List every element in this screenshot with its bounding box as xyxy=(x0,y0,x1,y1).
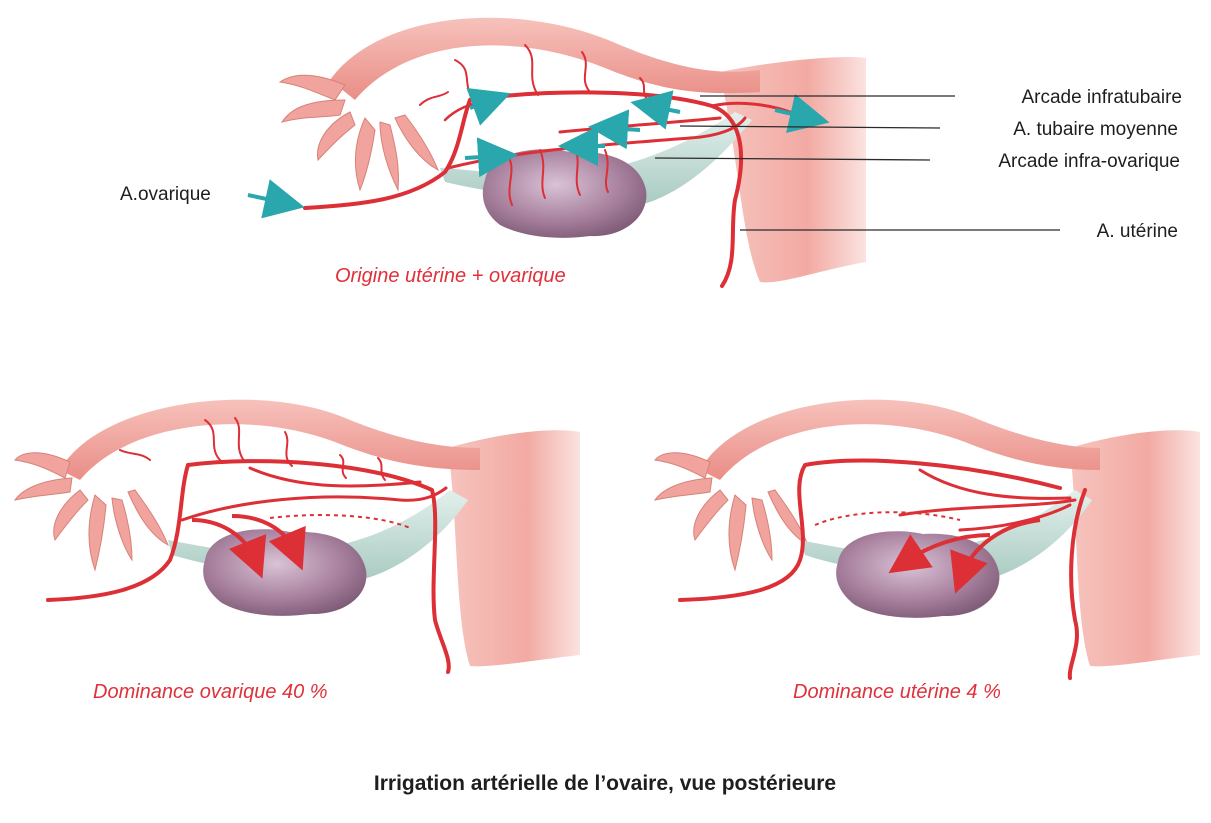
caption-top: Origine utérine + ovarique xyxy=(335,265,566,287)
caption-bottom-right: Dominance utérine 4 % xyxy=(793,681,1001,703)
fallopian-tube xyxy=(60,400,480,480)
ovary xyxy=(836,531,999,618)
top-panel-illustration xyxy=(248,18,1060,286)
flow-arrow-ovarian xyxy=(248,195,285,203)
flow-arrow xyxy=(465,156,498,158)
bottom-left-illustration xyxy=(15,400,580,672)
label-arcade-infratubaire: Arcade infratubaire xyxy=(1021,87,1182,108)
fallopian-tube xyxy=(330,18,760,100)
fallopian-tube xyxy=(700,400,1100,480)
label-uterine: A. utérine xyxy=(1097,221,1178,242)
label-arcade-infra-ovarique: Arcade infra-ovarique xyxy=(998,151,1180,172)
ovary xyxy=(203,529,366,616)
label-tubaire-moyenne: A. tubaire moyenne xyxy=(1013,119,1178,140)
flow-arrow xyxy=(650,106,680,112)
figure-title: Irrigation artérielle de l’ovaire, vue p… xyxy=(374,772,836,795)
bottom-right-illustration xyxy=(655,400,1200,678)
label-ovarique: A.ovarique xyxy=(120,184,211,205)
caption-bottom-left: Dominance ovarique 40 % xyxy=(93,681,328,703)
fimbriae xyxy=(655,453,808,570)
flow-arrow xyxy=(608,128,640,130)
fimbriae xyxy=(15,453,168,570)
ovary xyxy=(483,149,647,238)
